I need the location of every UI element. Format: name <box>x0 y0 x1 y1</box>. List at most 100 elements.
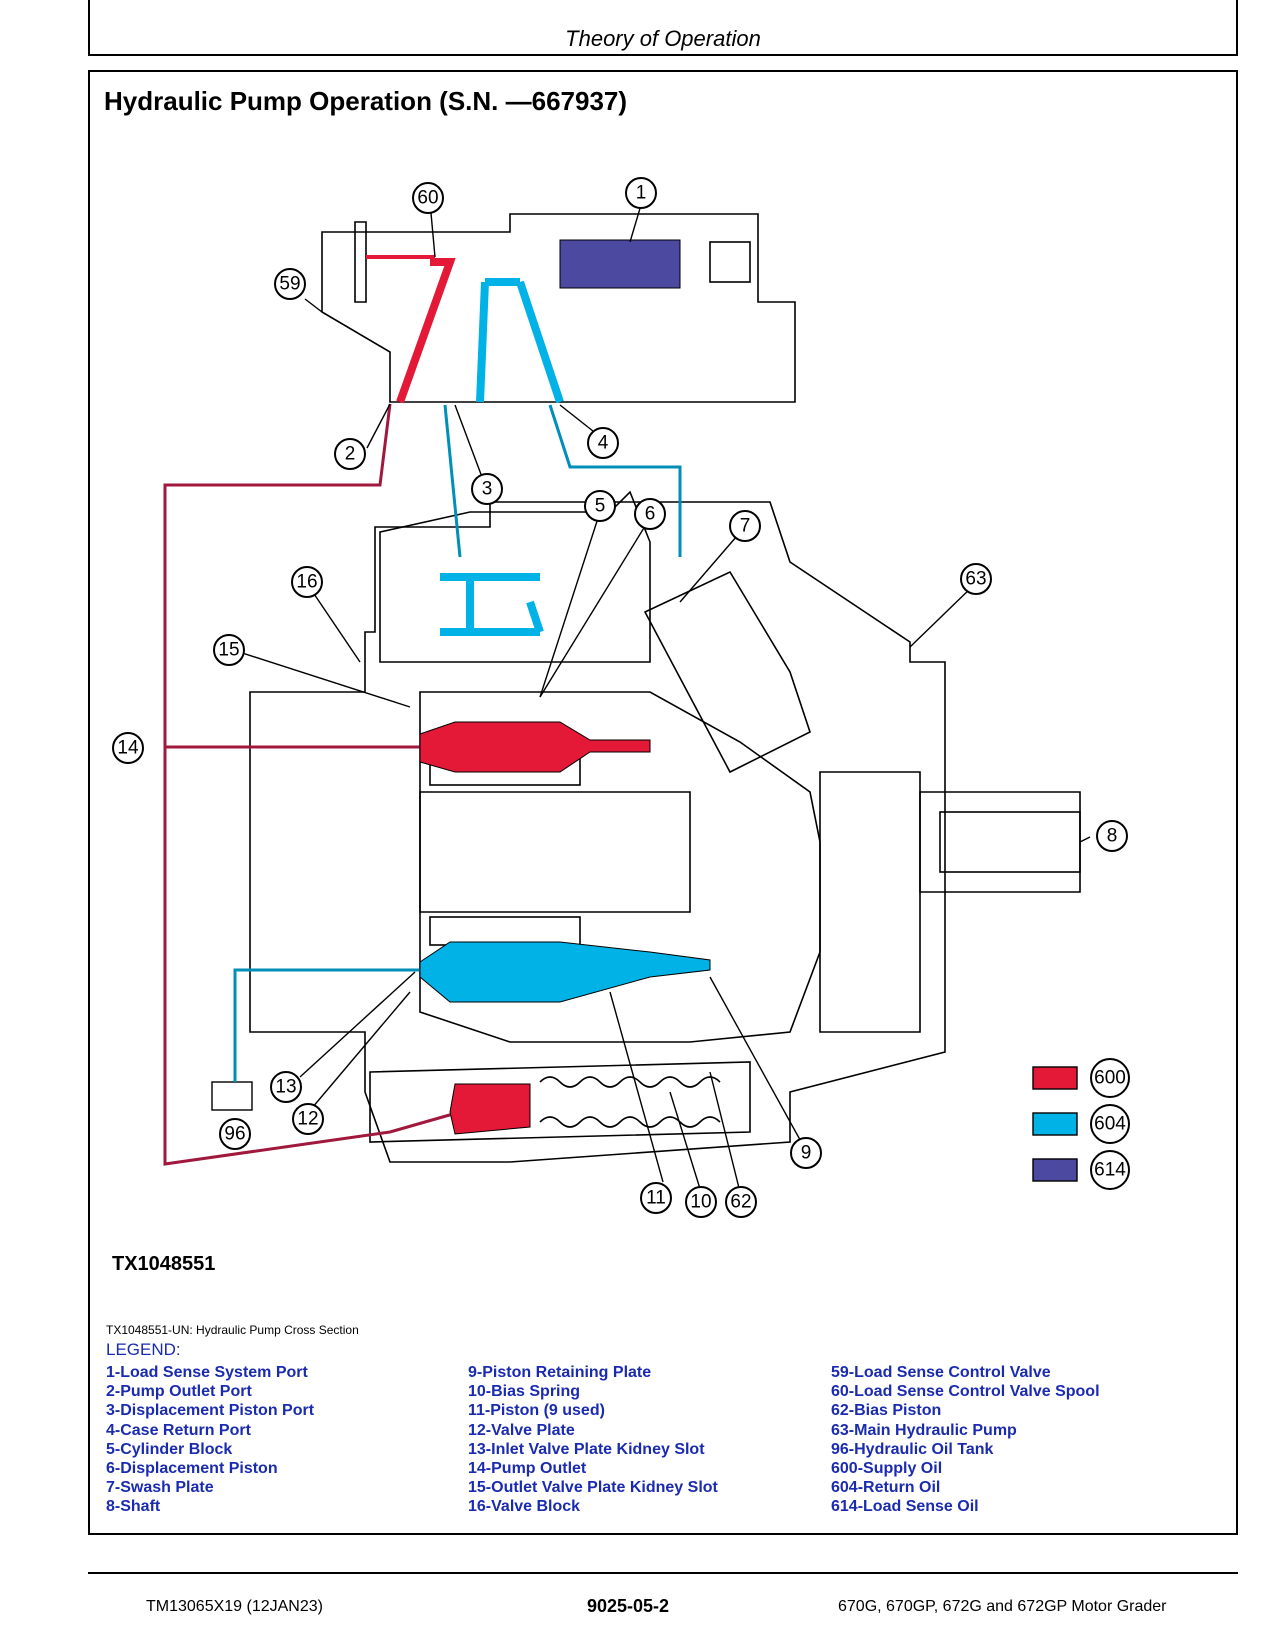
legend-item: 60-Load Sense Control Valve Spool <box>831 1383 1100 1401</box>
legend-item: 59-Load Sense Control Valve <box>831 1364 1051 1381</box>
svg-text:614: 614 <box>1094 1160 1126 1181</box>
return-passage-3 <box>476 281 489 403</box>
load-sense-spool <box>559 239 681 289</box>
return-line-3 <box>443 404 462 558</box>
color-key-swatch-604 <box>1032 1112 1078 1136</box>
callout-13: 13 <box>270 1071 302 1103</box>
legend-item: 15-Outlet Valve Plate Kidney Slot <box>468 1479 718 1497</box>
callout-10: 10 <box>685 1186 717 1218</box>
figure-id: TX1048551 <box>112 1253 216 1275</box>
callout-14: 14 <box>112 732 144 764</box>
svg-text:60: 60 <box>417 188 438 209</box>
legend-item: 16-Valve Block <box>468 1498 581 1516</box>
callout-15: 15 <box>213 634 245 666</box>
callout-4: 4 <box>587 427 619 459</box>
color-key-label-600: 600 <box>1090 1058 1130 1098</box>
return-line-4 <box>548 404 682 557</box>
legend-item: 11-Piston (9 used) <box>468 1402 605 1420</box>
legend-item: 6-Displacement Piston <box>106 1460 278 1478</box>
footer-manual-id: TM13065X19 (12JAN23) <box>146 1598 323 1615</box>
legend-column-1: 1-Load Sense System Port 2-Pump Outlet P… <box>106 1363 314 1517</box>
callout-7: 7 <box>729 510 761 542</box>
svg-text:604: 604 <box>1094 1114 1126 1135</box>
pump-housing <box>249 501 946 1163</box>
svg-text:14: 14 <box>117 738 139 759</box>
callout-60: 60 <box>412 182 444 214</box>
bias-spring-lower <box>539 1116 721 1128</box>
legend-item: 8-Shaft <box>106 1498 161 1516</box>
svg-text:13: 13 <box>275 1077 296 1098</box>
return-piston <box>419 941 711 1003</box>
legend-item: 9-Piston Retaining Plate <box>468 1364 652 1381</box>
main-content-box: Hydraulic Pump Operation (S.N. —667937) <box>88 70 1238 1535</box>
valve-end-plug <box>709 241 751 283</box>
control-valve-body <box>321 213 796 403</box>
main-shaft <box>419 791 691 913</box>
legend-item: 10-Bias Spring <box>468 1383 581 1401</box>
svg-text:7: 7 <box>740 516 751 537</box>
section-title: Hydraulic Pump Operation (S.N. —667937) <box>104 86 628 116</box>
color-key-swatch-614 <box>1032 1158 1078 1182</box>
callout-11: 11 <box>640 1182 672 1214</box>
callout-96: 96 <box>219 1118 251 1150</box>
return-passage-block <box>440 573 544 636</box>
svg-text:63: 63 <box>965 569 986 590</box>
legend-item: 5-Cylinder Block <box>106 1440 233 1458</box>
supply-piston <box>419 721 651 1135</box>
return-line-tank <box>233 968 420 1082</box>
header-title: Theory of Operation <box>565 26 761 51</box>
legend-item: 600-Supply Oil <box>831 1460 943 1478</box>
svg-text:3: 3 <box>482 479 493 500</box>
callout-9: 9 <box>790 1137 822 1169</box>
shaft-housing <box>819 771 921 1033</box>
bias-piston-bore <box>369 1061 751 1143</box>
svg-text:2: 2 <box>345 444 356 465</box>
svg-text:16: 16 <box>296 572 317 593</box>
shaft <box>939 811 1081 873</box>
svg-text:6: 6 <box>645 504 656 525</box>
callout-1: 1 <box>625 177 657 209</box>
legend-item: 2-Pump Outlet Port <box>106 1383 252 1401</box>
legend-item: 96-Hydraulic Oil Tank <box>831 1440 994 1458</box>
color-key-label-604: 604 <box>1090 1104 1130 1144</box>
svg-text:9: 9 <box>801 1143 812 1164</box>
svg-text:8: 8 <box>1107 826 1118 847</box>
callouts: 60 1 59 2 3 4 5 6 7 63 16 15 14 8 13 12 … <box>112 177 1128 1218</box>
legend-item: 7-Swash Plate <box>106 1479 214 1497</box>
header-box: Theory of Operation <box>88 0 1238 56</box>
legend-item: 14-Pump Outlet <box>468 1460 587 1478</box>
bearing-lower <box>429 916 581 946</box>
footer-product: 670G, 670GP, 672G and 672GP Motor Grader <box>838 1598 1167 1615</box>
color-key-label-614: 614 <box>1090 1150 1130 1190</box>
swash-plate <box>643 570 811 774</box>
bias-spring <box>539 1076 721 1088</box>
legend-title: LEGEND: <box>106 1340 181 1359</box>
svg-text:1: 1 <box>636 183 647 204</box>
callout-6: 6 <box>634 498 666 530</box>
svg-text:12: 12 <box>297 1109 318 1130</box>
legend-column-3: 59-Load Sense Control Valve 60-Load Sens… <box>831 1363 1100 1517</box>
callout-2: 2 <box>334 438 366 470</box>
figure-caption: TX1048551-UN: Hydraulic Pump Cross Secti… <box>106 1323 359 1337</box>
callout-8: 8 <box>1096 820 1128 852</box>
legend-item: 12-Valve Plate <box>468 1421 575 1439</box>
legend-item: 604-Return Oil <box>831 1479 941 1497</box>
shaft-outer <box>919 791 1081 893</box>
supply-line-valve-to-port <box>163 403 461 1166</box>
supply-passage-valve <box>396 258 456 404</box>
legend-item: 1-Load Sense System Port <box>106 1364 308 1381</box>
callout-3: 3 <box>471 473 503 505</box>
svg-text:59: 59 <box>279 274 300 295</box>
callout-12: 12 <box>292 1103 324 1135</box>
return-passage-4 <box>516 280 564 404</box>
svg-text:11: 11 <box>646 1188 666 1209</box>
legend-item: 62-Bias Piston <box>831 1402 942 1420</box>
legend-item: 63-Main Hydraulic Pump <box>831 1421 1017 1439</box>
legend-item: 4-Case Return Port <box>106 1421 251 1439</box>
color-key-swatch-600 <box>1032 1066 1078 1090</box>
legend-item: 614-Load Sense Oil <box>831 1498 979 1516</box>
footer-page-number: 9025-05-2 <box>587 1596 670 1616</box>
svg-text:96: 96 <box>224 1124 245 1145</box>
svg-text:4: 4 <box>598 433 609 454</box>
svg-text:5: 5 <box>595 496 606 517</box>
